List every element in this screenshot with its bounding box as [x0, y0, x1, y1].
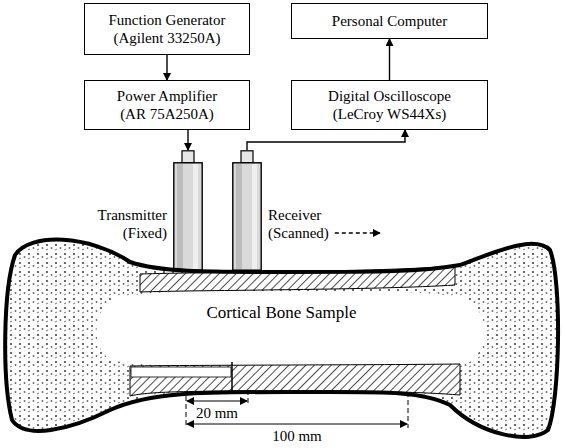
signal-connector — [389, 39, 390, 80]
dimension-label: 100 mm — [270, 428, 324, 445]
transducer-text: (Fixed) — [123, 224, 167, 242]
signal-connector — [247, 130, 405, 150]
instrument-box: Function Generator(Agilent 33250A) — [84, 3, 250, 55]
transducer-text: Transmitter — [98, 206, 167, 224]
instrument-box: Power Amplifier(AR 75A250A) — [84, 80, 250, 130]
box-text: (LeCroy WS44Xs) — [333, 105, 446, 123]
transducer: Transmitter(Fixed) — [173, 150, 203, 271]
transducer-text: Receiver — [268, 206, 321, 224]
instrument-box: Digital Oscilloscope(LeCroy WS44Xs) — [291, 80, 488, 130]
box-text: Function Generator — [108, 11, 225, 29]
box-text: (Agilent 33250A) — [113, 29, 220, 47]
bone-sample: Cortical Bone Sample — [0, 226, 563, 448]
transducer-label: Receiver(Scanned) — [268, 206, 329, 242]
bone-text: Cortical Bone Sample — [0, 304, 563, 322]
dimension-line — [187, 401, 247, 402]
transducer: Receiver(Scanned) — [232, 150, 262, 271]
transducer-text: (Scanned) — [268, 224, 329, 242]
box-text: Power Amplifier — [117, 87, 217, 105]
scan-arrow — [335, 232, 380, 233]
dimension-line — [187, 424, 407, 425]
box-text: Digital Oscilloscope — [328, 87, 451, 105]
instrument-box: Personal Computer — [291, 3, 488, 39]
transducer-label: Transmitter(Fixed) — [98, 206, 167, 242]
dimension-label: 20 mm — [194, 405, 240, 422]
signal-connector — [187, 130, 188, 150]
box-text: (AR 75A250A) — [120, 105, 214, 123]
box-text: Personal Computer — [332, 12, 447, 30]
signal-connector — [166, 55, 167, 80]
